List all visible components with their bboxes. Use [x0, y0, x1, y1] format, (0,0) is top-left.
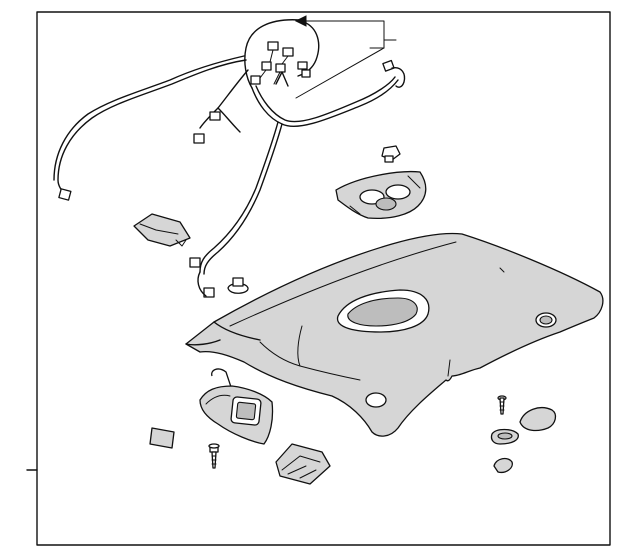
visor-bracket	[275, 443, 331, 485]
diagram-frame	[36, 11, 611, 546]
retainer-clip-top	[381, 145, 401, 163]
harness-clip	[227, 277, 249, 294]
screw-right	[497, 395, 507, 415]
headliner-panel	[185, 232, 604, 437]
cover-cap-right	[519, 407, 557, 432]
warning-label	[149, 427, 175, 449]
plug-small	[493, 457, 513, 474]
wiring-harness	[53, 15, 406, 298]
sun-visor	[199, 368, 274, 445]
screw	[208, 443, 220, 469]
dome-light-housing	[335, 170, 427, 220]
harness-cover	[133, 213, 191, 247]
bezel-small	[490, 428, 519, 445]
